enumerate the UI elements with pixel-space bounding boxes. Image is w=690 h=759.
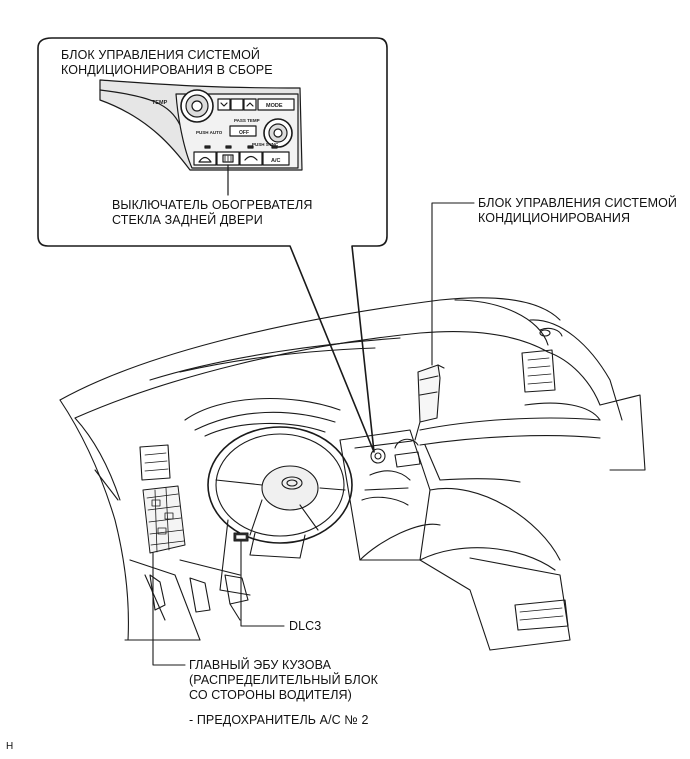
label-rear-defogger-switch: ВЫКЛЮЧАТЕЛЬ ОБОГРЕВАТЕЛЯ СТЕКЛА ЗАДНЕЙ Д…: [112, 198, 313, 227]
leader-lines: [152, 202, 475, 666]
ac-control-panel-drawing: [99, 79, 303, 171]
label-ac-control-assembly: БЛОК УПРАВЛЕНИЯ СИСТЕМОЙ КОНДИЦИОНИРОВАН…: [61, 48, 273, 77]
panel-label-push-auto: PUSH AUTO: [196, 130, 223, 135]
corner-mark: H: [6, 741, 14, 752]
panel-label-mode: MODE: [266, 103, 283, 109]
label-dlc3: DLC3: [289, 619, 322, 633]
main-body-ecu-leader-line: [152, 552, 186, 666]
panel-label-push-sync: PUSH SYNC: [252, 142, 279, 147]
panel-label-pass-temp: PASS TEMP: [234, 118, 260, 123]
panel-text: TEMP MODE PASS TEMP PUSH AUTO OFF PUSH S…: [152, 100, 283, 164]
label-main-body-ecu: ГЛАВНЫЙ ЭБУ КУЗОВА (РАСПРЕДЕЛИТЕЛЬНЫЙ БЛ…: [189, 658, 379, 702]
ac-amplifier-leader-line: [431, 202, 475, 366]
dlc3-leader-line: [240, 540, 285, 627]
panel-label-temp: TEMP: [152, 100, 168, 106]
panel-label-off: OFF: [239, 130, 249, 136]
label-ac-amplifier: БЛОК УПРАВЛЕНИЯ СИСТЕМОЙ КОНДИЦИОНИРОВАН…: [478, 196, 678, 225]
dlc3-connector: [233, 532, 249, 542]
panel-label-ac: A/C: [271, 158, 281, 164]
main-body-ecu-junction-block: [142, 485, 186, 554]
vehicle-interior-drawing: [59, 297, 646, 651]
label-fuse-ac-no2: - ПРЕДОХРАНИТЕЛЬ А/С № 2: [189, 713, 369, 727]
